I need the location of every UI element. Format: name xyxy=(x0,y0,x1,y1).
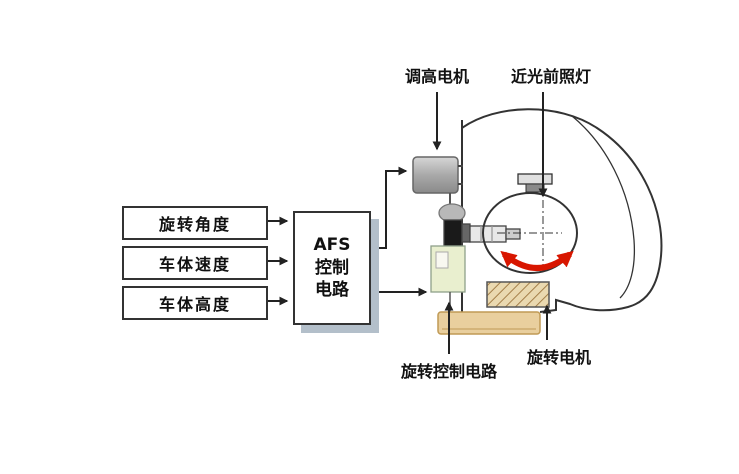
label-rotation-control-circuit: 旋转控制电路 xyxy=(400,362,497,381)
rotation-motor xyxy=(486,281,550,308)
afs-control-circuit-box: AFS 控制 电路 xyxy=(293,211,371,325)
bulb-assembly xyxy=(443,219,521,247)
rotation-control-circuit-board xyxy=(430,245,466,312)
afs-output-connections xyxy=(369,166,428,297)
label-height-adjust-motor: 调高电机 xyxy=(404,67,469,86)
rotation-direction-arrows xyxy=(500,250,574,271)
input-flow-arrows xyxy=(266,216,289,306)
height-adjust-motor xyxy=(412,156,463,213)
input-box-vehicle-speed-label: 车体速度 xyxy=(158,255,231,274)
afs-box-line-1: AFS xyxy=(313,234,351,255)
projector-lens xyxy=(482,192,578,274)
input-box-vehicle-speed: 车体速度 xyxy=(122,246,268,280)
afs-box-line-3: 电路 xyxy=(315,280,349,301)
input-box-vehicle-height: 车体高度 xyxy=(122,286,268,320)
input-box-rotation-angle-label: 旋转角度 xyxy=(158,215,231,234)
input-box-rotation-angle: 旋转角度 xyxy=(122,206,268,240)
label-pointer-arrows xyxy=(432,92,552,354)
label-low-beam-headlamp: 近光前照灯 xyxy=(510,67,591,86)
base-plate xyxy=(437,311,541,335)
label-rotation-motor: 旋转电机 xyxy=(526,348,591,367)
afs-box-line-2: 控制 xyxy=(315,257,349,278)
input-box-vehicle-height-label: 车体高度 xyxy=(158,295,231,314)
